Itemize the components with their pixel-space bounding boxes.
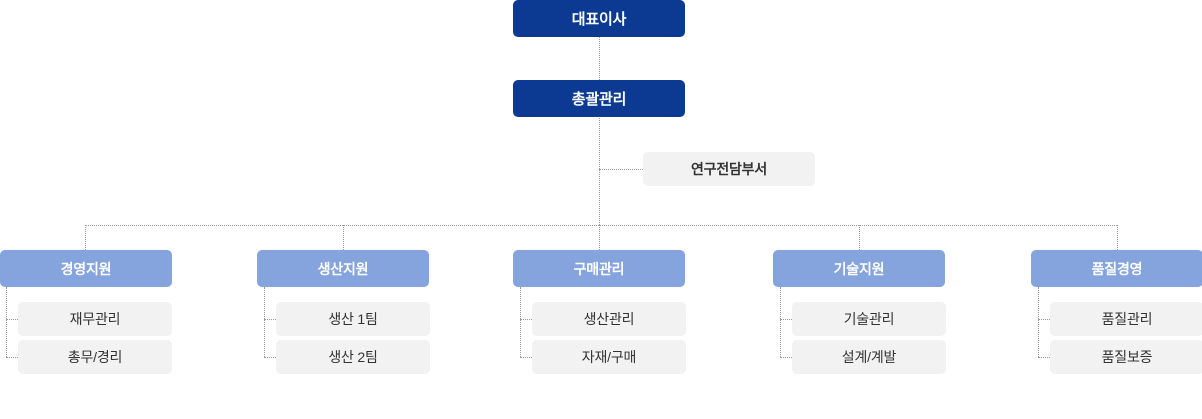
node-dept-purchase-mgmt[interactable]: 구매관리 bbox=[513, 250, 685, 287]
node-dept-production-support[interactable]: 생산지원 bbox=[257, 250, 429, 287]
connector-spine-mgmt-support bbox=[6, 287, 7, 357]
node-item-mgmt-support-0[interactable]: 재무관리 bbox=[18, 302, 172, 336]
node-item-quality-mgmt-1[interactable]: 품질보증 bbox=[1050, 340, 1202, 374]
connector-drop-purchase-mgmt bbox=[599, 225, 600, 250]
connector-stub-mgmt-support-0 bbox=[6, 319, 18, 320]
node-ceo[interactable]: 대표이사 bbox=[513, 0, 685, 37]
connector-trunk-to-research bbox=[599, 169, 643, 170]
node-dept-quality-mgmt[interactable]: 품질경영 bbox=[1031, 250, 1202, 287]
node-item-quality-mgmt-0[interactable]: 품질관리 bbox=[1050, 302, 1202, 336]
node-item-purchase-mgmt-1[interactable]: 자재/구매 bbox=[532, 340, 686, 374]
connector-drop-quality-mgmt bbox=[1117, 225, 1118, 250]
node-item-tech-support-1[interactable]: 설계/계발 bbox=[792, 340, 946, 374]
connector-gm-trunk bbox=[599, 116, 600, 225]
connector-drop-mgmt-support bbox=[85, 225, 86, 250]
connector-spine-purchase-mgmt bbox=[520, 287, 521, 357]
node-dept-mgmt-support[interactable]: 경영지원 bbox=[0, 250, 172, 287]
connector-drop-production-support bbox=[343, 225, 344, 250]
connector-ceo-to-gm bbox=[599, 37, 600, 80]
connector-stub-tech-support-1 bbox=[780, 357, 792, 358]
node-item-purchase-mgmt-0[interactable]: 생산관리 bbox=[532, 302, 686, 336]
connector-drop-tech-support bbox=[859, 225, 860, 250]
connector-stub-quality-mgmt-1 bbox=[1038, 357, 1050, 358]
node-item-production-support-0[interactable]: 생산 1팀 bbox=[276, 302, 430, 336]
node-general-manager[interactable]: 총괄관리 bbox=[513, 80, 685, 117]
connector-horizontal-bus bbox=[85, 225, 1117, 226]
connector-stub-purchase-mgmt-1 bbox=[520, 357, 532, 358]
node-item-production-support-1[interactable]: 생산 2팀 bbox=[276, 340, 430, 374]
connector-spine-quality-mgmt bbox=[1038, 287, 1039, 357]
connector-stub-mgmt-support-1 bbox=[6, 357, 18, 358]
node-research-department[interactable]: 연구전담부서 bbox=[643, 152, 815, 186]
connector-spine-tech-support bbox=[780, 287, 781, 357]
connector-stub-production-support-0 bbox=[264, 319, 276, 320]
connector-stub-production-support-1 bbox=[264, 357, 276, 358]
node-item-tech-support-0[interactable]: 기술관리 bbox=[792, 302, 946, 336]
connector-stub-tech-support-0 bbox=[780, 319, 792, 320]
node-dept-tech-support[interactable]: 기술지원 bbox=[773, 250, 945, 287]
node-item-mgmt-support-1[interactable]: 총무/경리 bbox=[18, 340, 172, 374]
connector-spine-production-support bbox=[264, 287, 265, 357]
connector-stub-purchase-mgmt-0 bbox=[520, 319, 532, 320]
connector-stub-quality-mgmt-0 bbox=[1038, 319, 1050, 320]
